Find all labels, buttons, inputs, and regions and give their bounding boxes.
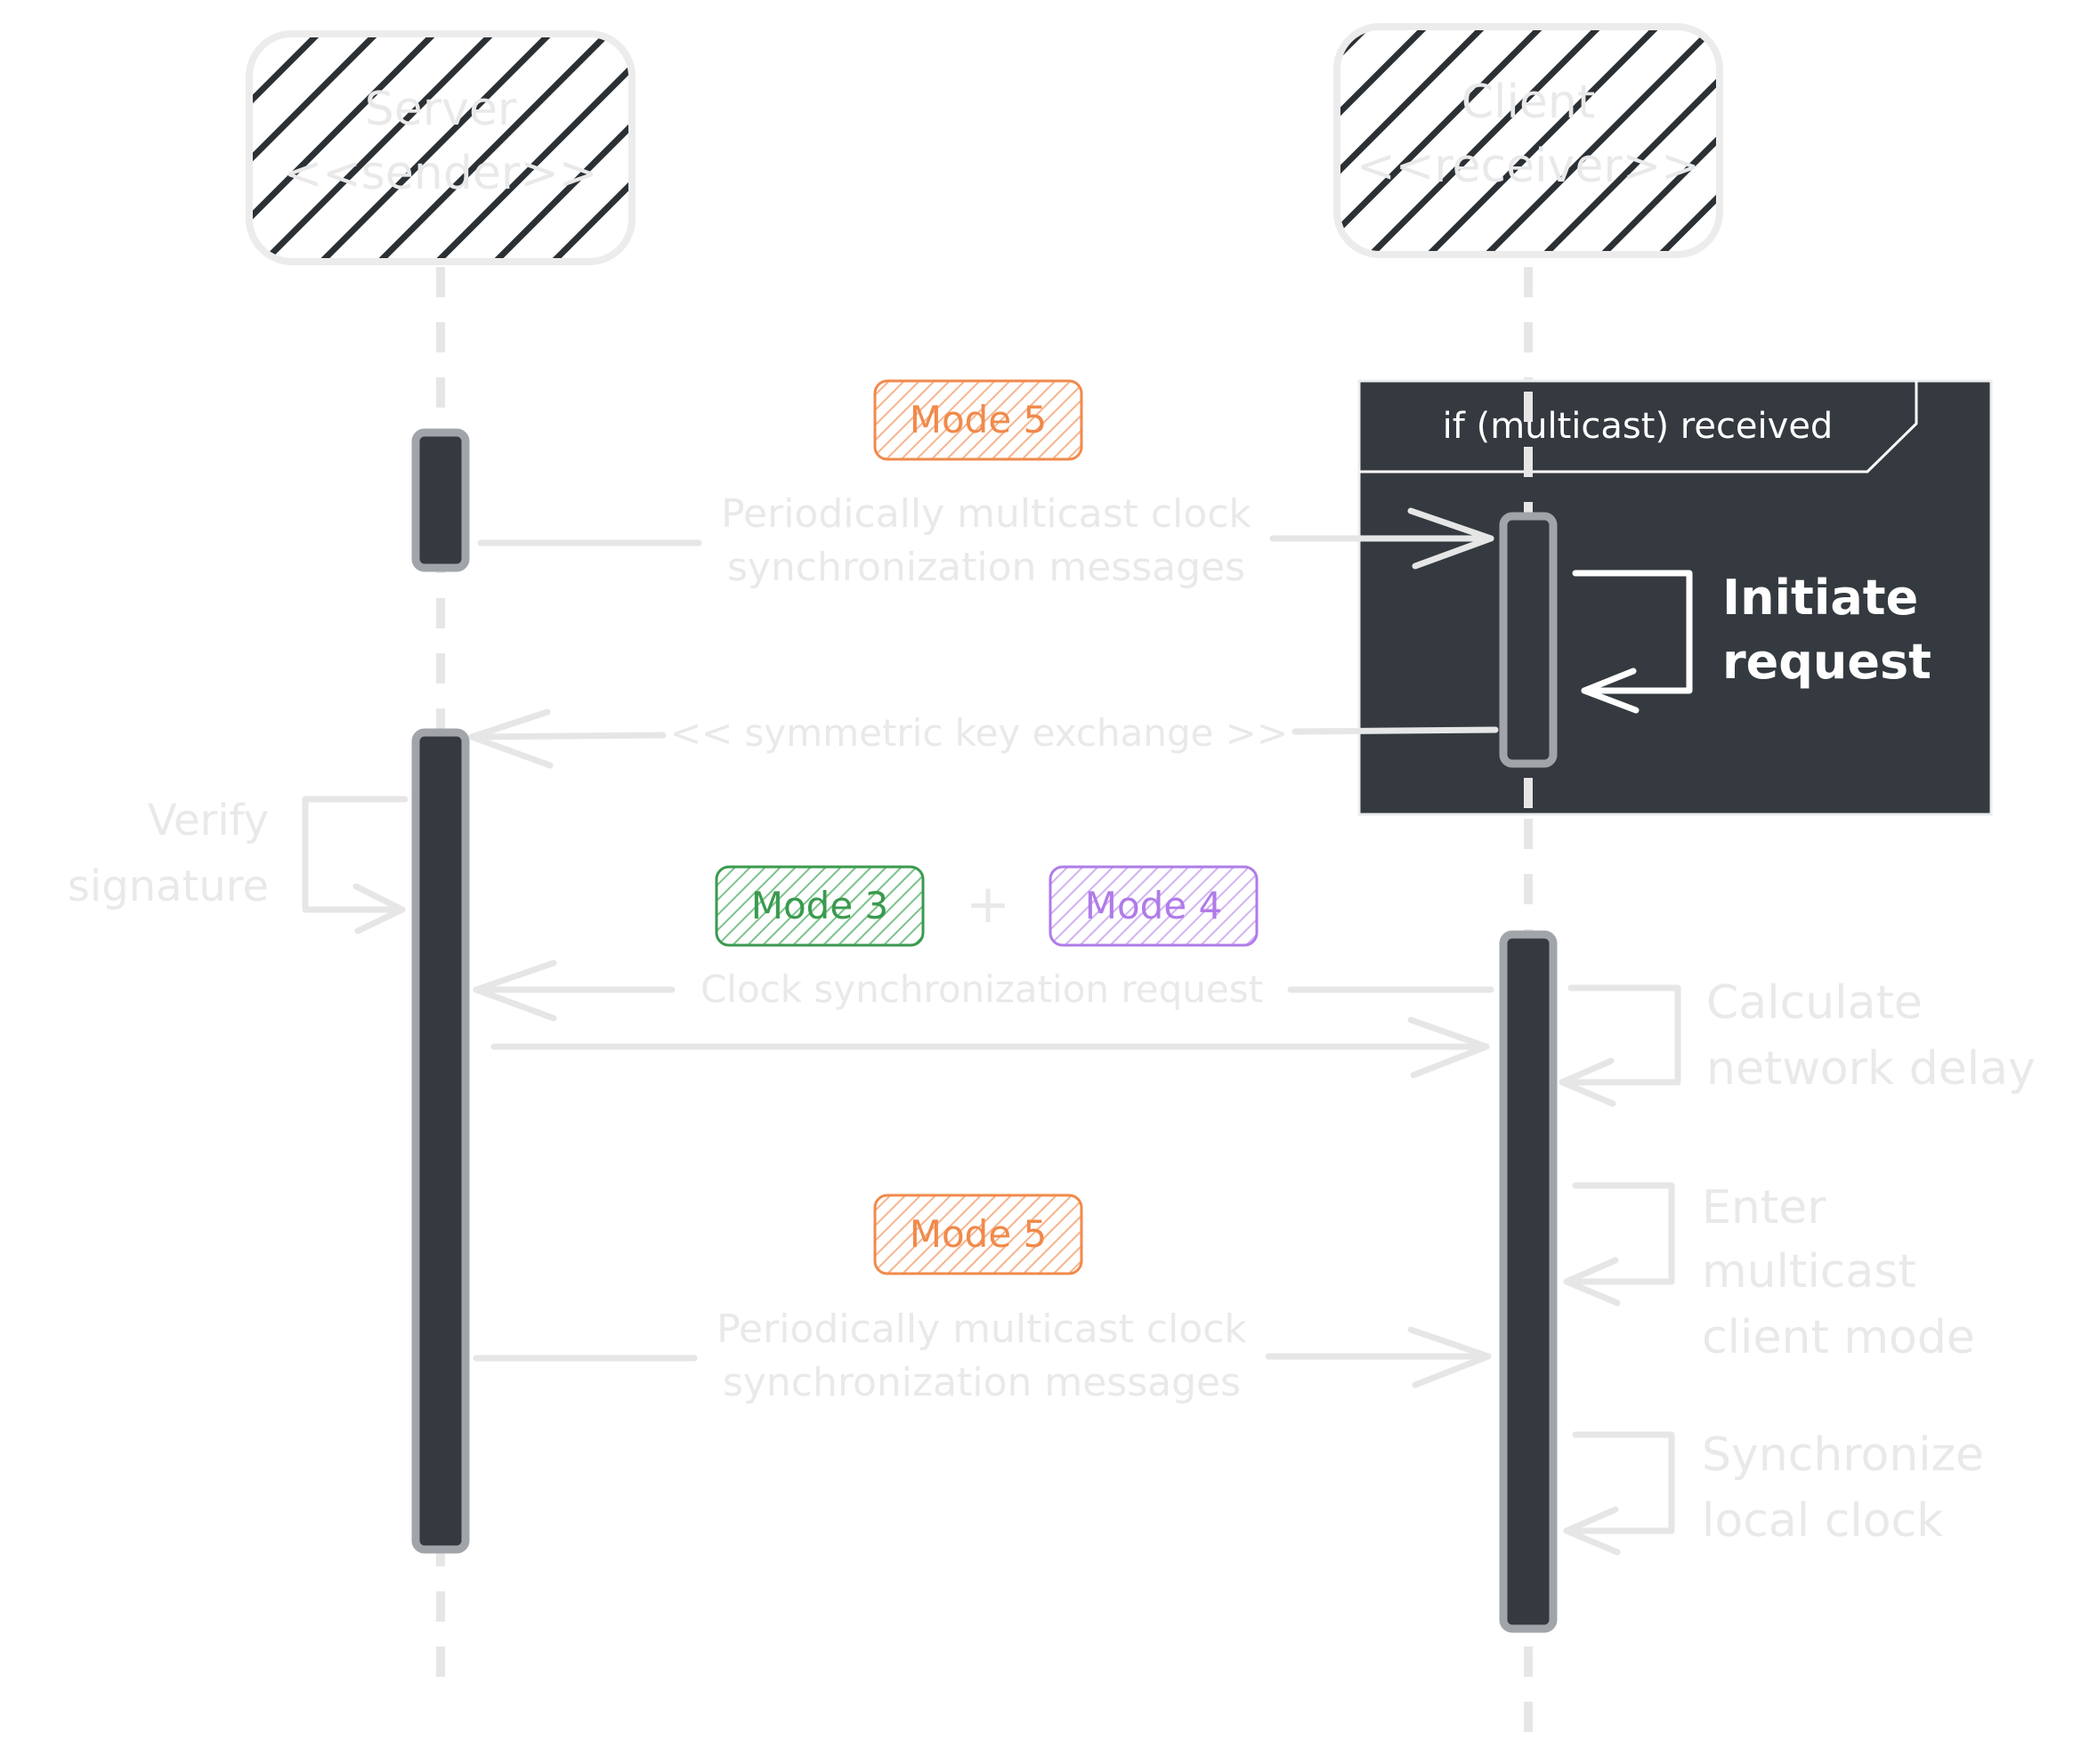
selfcall-verify-line1: Verify xyxy=(148,796,269,846)
message-multicast-top: Periodically multicast clock synchroniza… xyxy=(477,491,1494,590)
plus-sign: + xyxy=(966,873,1010,935)
badge-mode4: Mode 4 xyxy=(1049,865,1259,947)
selfcall-enter-line2: multicast xyxy=(1702,1245,1916,1299)
participant-client[interactable]: Client <<receiver>> xyxy=(1333,23,1723,258)
participant-server[interactable]: Server <<sender>> xyxy=(246,30,636,265)
selfcall-enter: Enter multicast client mode xyxy=(1563,1181,1975,1364)
badge-mode3: Mode 3 xyxy=(715,865,925,947)
participant-server-name: Server xyxy=(365,83,517,136)
selfcall-initiate-line1: Initiate xyxy=(1722,570,1918,626)
activation-server-1 xyxy=(411,428,470,572)
participant-server-stereotype: <<sender>> xyxy=(284,147,598,200)
selfcall-calculate: Calculate network delay xyxy=(1559,976,2036,1107)
selfcall-synchronize-line2: local clock xyxy=(1702,1494,1943,1548)
selfcall-synchronize-line1: Synchronize xyxy=(1702,1428,1984,1482)
fragment-if-received: if (multicast) received xyxy=(1357,379,1993,816)
activation-client-1 xyxy=(1499,512,1558,768)
selfcall-enter-line1: Enter xyxy=(1702,1181,1826,1234)
selfcall-initiate: Initiate request xyxy=(1572,570,1931,714)
badge-mode4-label: Mode 4 xyxy=(1085,884,1223,927)
selfcall-calculate-line1: Calculate xyxy=(1706,976,1923,1030)
message-multicast-bottom: Periodically multicast clock synchroniza… xyxy=(473,1307,1492,1405)
badge-mode5-top-label: Mode 5 xyxy=(910,398,1048,441)
selfcall-initiate-line2: request xyxy=(1722,634,1931,690)
activation-client-2 xyxy=(1499,930,1558,1633)
participant-client-name: Client xyxy=(1461,76,1596,129)
selfcall-synchronize: Synchronize local clock xyxy=(1563,1428,1984,1556)
participant-client-stereotype: <<receiver>> xyxy=(1356,140,1700,193)
selfcall-verify: Verify signature xyxy=(68,796,409,935)
message-multicast-bottom-line1: Periodically multicast clock xyxy=(717,1307,1247,1352)
message-key-exchange-label: << symmetric key exchange >> xyxy=(670,711,1288,755)
message-clock-request: Clock synchronization request xyxy=(473,959,1494,1022)
selfcall-verify-line2: signature xyxy=(68,862,269,911)
badge-mode5-top: Mode 5 xyxy=(873,379,1083,461)
badge-mode3-label: Mode 3 xyxy=(751,884,889,927)
badge-mode5-bottom-label: Mode 5 xyxy=(910,1212,1048,1256)
message-multicast-top-line1: Periodically multicast clock xyxy=(721,491,1251,537)
message-multicast-top-line2: synchronization messages xyxy=(727,545,1245,590)
badge-mode5-bottom: Mode 5 xyxy=(873,1194,1083,1275)
message-key-exchange: << symmetric key exchange >> xyxy=(468,708,1499,769)
message-clock-request-label: Clock synchronization request xyxy=(700,967,1263,1011)
activation-server-2 xyxy=(411,728,470,1554)
fragment-label: if (multicast) received xyxy=(1443,406,1834,447)
message-reply xyxy=(490,1016,1490,1079)
selfcall-enter-line3: client mode xyxy=(1702,1311,1975,1364)
message-multicast-bottom-line2: synchronization messages xyxy=(723,1360,1241,1405)
selfcall-calculate-line2: network delay xyxy=(1706,1042,2036,1096)
